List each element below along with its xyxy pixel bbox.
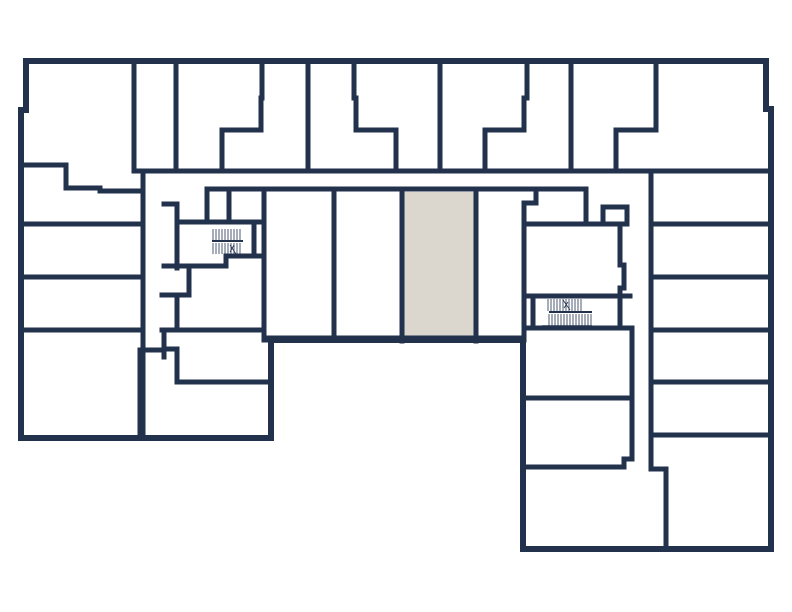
unit-top-7[interactable]: Unit Top 7 bbox=[616, 64, 766, 170]
stairs-icon bbox=[542, 299, 592, 327]
stair-west: Stairwell West bbox=[212, 229, 243, 255]
unit-top-4[interactable]: Unit Top 4 bbox=[396, 64, 440, 170]
unit-west-3[interactable]: Unit West 3 bbox=[22, 280, 140, 328]
unit-se-4[interactable]: Unit SE 4 bbox=[654, 384, 766, 434]
east-core-walls bbox=[521, 186, 635, 470]
unit-top-5[interactable]: Unit Top 5 bbox=[442, 64, 568, 170]
unit-regions: Unit NW Corner Unit Top 1 Unit Top 2 Uni… bbox=[22, 64, 766, 546]
unit-se-3[interactable]: Unit SE 3 bbox=[526, 472, 664, 546]
east-wing-walls bbox=[648, 168, 771, 550]
unit-se-2[interactable]: Unit SE 2 bbox=[526, 400, 630, 466]
unit-core-2[interactable]: Unit Core 2 bbox=[336, 193, 402, 338]
unit-sw-2[interactable]: Unit SW 2 bbox=[144, 384, 268, 436]
unit-core-1[interactable]: Unit Core 1 bbox=[268, 193, 332, 338]
top-row-walls bbox=[131, 60, 771, 439]
west-wing-walls bbox=[20, 162, 167, 439]
stairs-icon bbox=[212, 229, 243, 255]
unit-east-3[interactable]: Unit East 3 bbox=[654, 280, 766, 328]
unit-sw-1[interactable]: Unit SW 1 bbox=[178, 334, 264, 382]
unit-top-1[interactable]: Unit Top 1 bbox=[136, 64, 176, 170]
west-core-walls bbox=[159, 186, 589, 385]
unit-se-5[interactable]: Unit SE 5 bbox=[668, 438, 766, 546]
unit-nw-corner[interactable]: Unit NW Corner bbox=[26, 64, 134, 164]
unit-core-3[interactable]: Unit Core 3 (selected) bbox=[404, 192, 475, 341]
unit-se-1[interactable]: Unit SE 1 bbox=[526, 334, 630, 396]
stair-east: Stairwell East bbox=[542, 299, 592, 327]
unit-east-2[interactable]: Unit East 2 bbox=[654, 226, 766, 276]
unit-east-4[interactable]: Unit East 4 bbox=[654, 332, 766, 380]
unit-east-1[interactable]: Unit East 1 bbox=[654, 174, 766, 222]
unit-west-1[interactable]: Unit West 1 bbox=[22, 166, 140, 222]
unit-top-6[interactable]: Unit Top 6 bbox=[572, 64, 614, 170]
unit-core-4[interactable]: Unit Core 4 bbox=[478, 193, 520, 338]
unit-top-2[interactable]: Unit Top 2 bbox=[178, 64, 306, 170]
unit-west-2[interactable]: Unit West 2 bbox=[22, 226, 140, 276]
central-unit-walls bbox=[261, 188, 526, 344]
unit-west-4[interactable]: Unit West 4 bbox=[22, 332, 138, 436]
